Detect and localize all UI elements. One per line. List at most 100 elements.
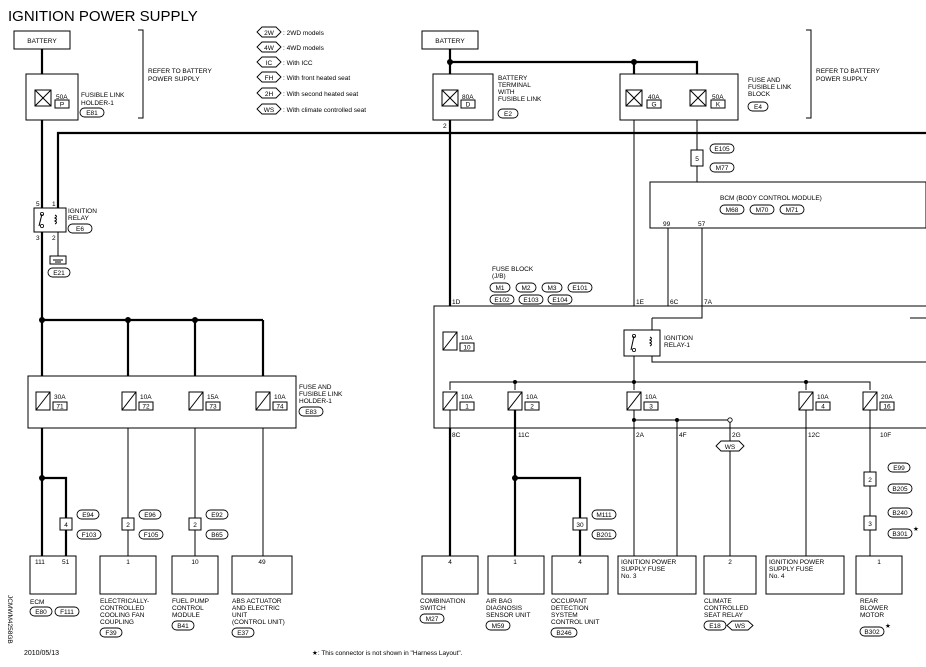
fuse-73: 15A 73 xyxy=(188,391,221,411)
pin: 2 xyxy=(443,123,447,130)
component-ign-power-supply-fuse-4: IGNITION POWER SUPPLY FUSE No. 4 xyxy=(765,555,845,595)
connector: M2 xyxy=(521,285,530,292)
connector: B205 xyxy=(892,486,908,493)
diagram-title: IGNITION POWER SUPPLY xyxy=(8,8,198,25)
date: 2010/05/13 xyxy=(24,650,59,657)
fuse-amp: 10A xyxy=(526,394,538,401)
splice-e94: 4 E94 F103 xyxy=(59,509,102,540)
component-label: ELECTRICALLY- xyxy=(100,598,149,605)
component-label: SEAT RELAY xyxy=(704,612,744,619)
splice-pin: 4 xyxy=(64,522,68,529)
pin: 4 xyxy=(578,559,582,566)
component-rear-blower-motor: 1 REAR BLOWER MOTOR B302 ★ xyxy=(855,555,903,637)
legend-item-2h: 2H : With second heated seat xyxy=(256,87,358,99)
pin: 111 xyxy=(35,559,45,566)
relay-pin: 1 xyxy=(52,201,56,208)
label: BLOCK xyxy=(748,91,771,98)
fuse-amp: 10A xyxy=(461,394,473,401)
fuse-block-label: (J/B) xyxy=(492,273,506,280)
fuse-amp: 15A xyxy=(207,394,219,401)
legend-text: : 2WD models xyxy=(283,30,325,37)
pin: 99 xyxy=(663,221,671,228)
connector: M27 xyxy=(426,616,439,623)
refer-label: REFER TO BATTERY xyxy=(816,68,880,75)
legend-text: : With front heated seat xyxy=(283,75,350,82)
fuse-letter: D xyxy=(466,102,471,109)
component-ign-power-supply-fuse-3: IGNITION POWER SUPPLY FUSE No. 3 xyxy=(617,555,697,595)
component-label: AIR BAG xyxy=(486,598,512,605)
relay-pin: 3 xyxy=(36,235,40,242)
label: FUSE AND xyxy=(748,77,781,84)
connector: E94 xyxy=(82,512,94,519)
fuse-jb-1: 10A 1 xyxy=(442,391,475,411)
component-label: UNIT xyxy=(232,612,247,619)
legend-code: 2H xyxy=(265,91,274,98)
pin: 1 xyxy=(126,559,130,566)
label: FUSIBLE LINK xyxy=(748,84,792,91)
component-label: CONTROL xyxy=(172,605,204,612)
component-label: SUPPLY FUSE xyxy=(769,566,814,573)
fuse-amp: 20A xyxy=(881,394,893,401)
connector: M1 xyxy=(495,285,504,292)
splice-e96: 2 E96 F105 xyxy=(121,509,164,540)
component-label: OCCUPANT xyxy=(551,598,587,605)
connector: M68 xyxy=(726,207,739,214)
fuse-74: 10A 74 xyxy=(255,391,288,411)
fuse-amp: 50A xyxy=(712,94,724,101)
component-label: DETECTION xyxy=(551,605,589,612)
connector: M111 xyxy=(596,512,612,519)
legend-item-fh: FH : With front heated seat xyxy=(256,71,350,83)
component-label: REAR xyxy=(860,598,878,605)
fuse-jb-3: 10A 3 xyxy=(626,391,659,411)
pin: 2G xyxy=(732,432,741,439)
pin: 1 xyxy=(877,559,881,566)
fuse-jb-2: 10A 2 xyxy=(507,391,540,411)
pin: 4 xyxy=(448,559,452,566)
fuse-jb-4: 10A 4 xyxy=(798,391,831,411)
refer-label: POWER SUPPLY xyxy=(816,76,868,83)
component-label: SYSTEM xyxy=(551,612,578,619)
legend-text: : With climate controlled seat xyxy=(283,107,366,114)
component-label: AND ELECTRIC xyxy=(232,605,280,612)
legend-item-4w: 4W : 4WD models xyxy=(256,41,325,53)
fuse-holder-lower: 30A 71 10A 72 15A 73 10A 74 FUSE AND FUS… xyxy=(27,375,343,429)
connector: B240 xyxy=(892,510,908,517)
pin: 1E xyxy=(636,299,645,306)
connector: E18 xyxy=(709,623,721,630)
component-label: ABS ACTUATOR xyxy=(232,598,282,605)
fuse-holder-label: FUSIBLE LINK xyxy=(299,391,343,398)
connector: M59 xyxy=(492,623,505,630)
connector: E96 xyxy=(144,512,156,519)
fuse-num: 2 xyxy=(530,404,534,411)
fuse-71: 30A 71 xyxy=(35,391,68,411)
component-label: DIAGNOSIS xyxy=(486,605,523,612)
ignition-relay: 5 1 3 2 IGNITION RELAY E6 xyxy=(33,201,97,242)
pin: 7A xyxy=(704,299,713,306)
component-label: SWITCH xyxy=(420,605,446,612)
fuse-num: 72 xyxy=(142,404,150,411)
component-label: CONTROLLED xyxy=(704,605,749,612)
splice-m111: 30 M111 B201 xyxy=(572,509,617,540)
connector-e81: E81 xyxy=(86,110,98,117)
connector: WS xyxy=(735,623,746,630)
fuse-amp: 80A xyxy=(462,94,474,101)
connector: E101 xyxy=(572,285,588,292)
splice-pin: 2 xyxy=(193,522,197,529)
fuse-letter: K xyxy=(716,102,721,109)
component-occupant-detection: 4 OCCUPANT DETECTION SYSTEM CONTROL UNIT… xyxy=(550,555,609,638)
connector-e21: E21 xyxy=(53,270,65,277)
connector: E102 xyxy=(494,297,510,304)
connector: E103 xyxy=(523,297,539,304)
footnote: ★: This connector is not shown in "Harne… xyxy=(312,649,463,657)
refer-label: REFER TO BATTERY xyxy=(148,68,212,75)
connector: E99 xyxy=(893,465,905,472)
star-mark: ★ xyxy=(913,525,919,533)
component-label: ECM xyxy=(30,599,44,606)
pin: 1 xyxy=(513,559,517,566)
connector: E104 xyxy=(552,297,568,304)
connector: M3 xyxy=(547,285,556,292)
pin: 10 xyxy=(191,559,199,566)
fuse-block-label: FUSE BLOCK xyxy=(492,266,534,273)
pin: 2A xyxy=(636,432,645,439)
label: FUSIBLE LINK xyxy=(498,96,542,103)
